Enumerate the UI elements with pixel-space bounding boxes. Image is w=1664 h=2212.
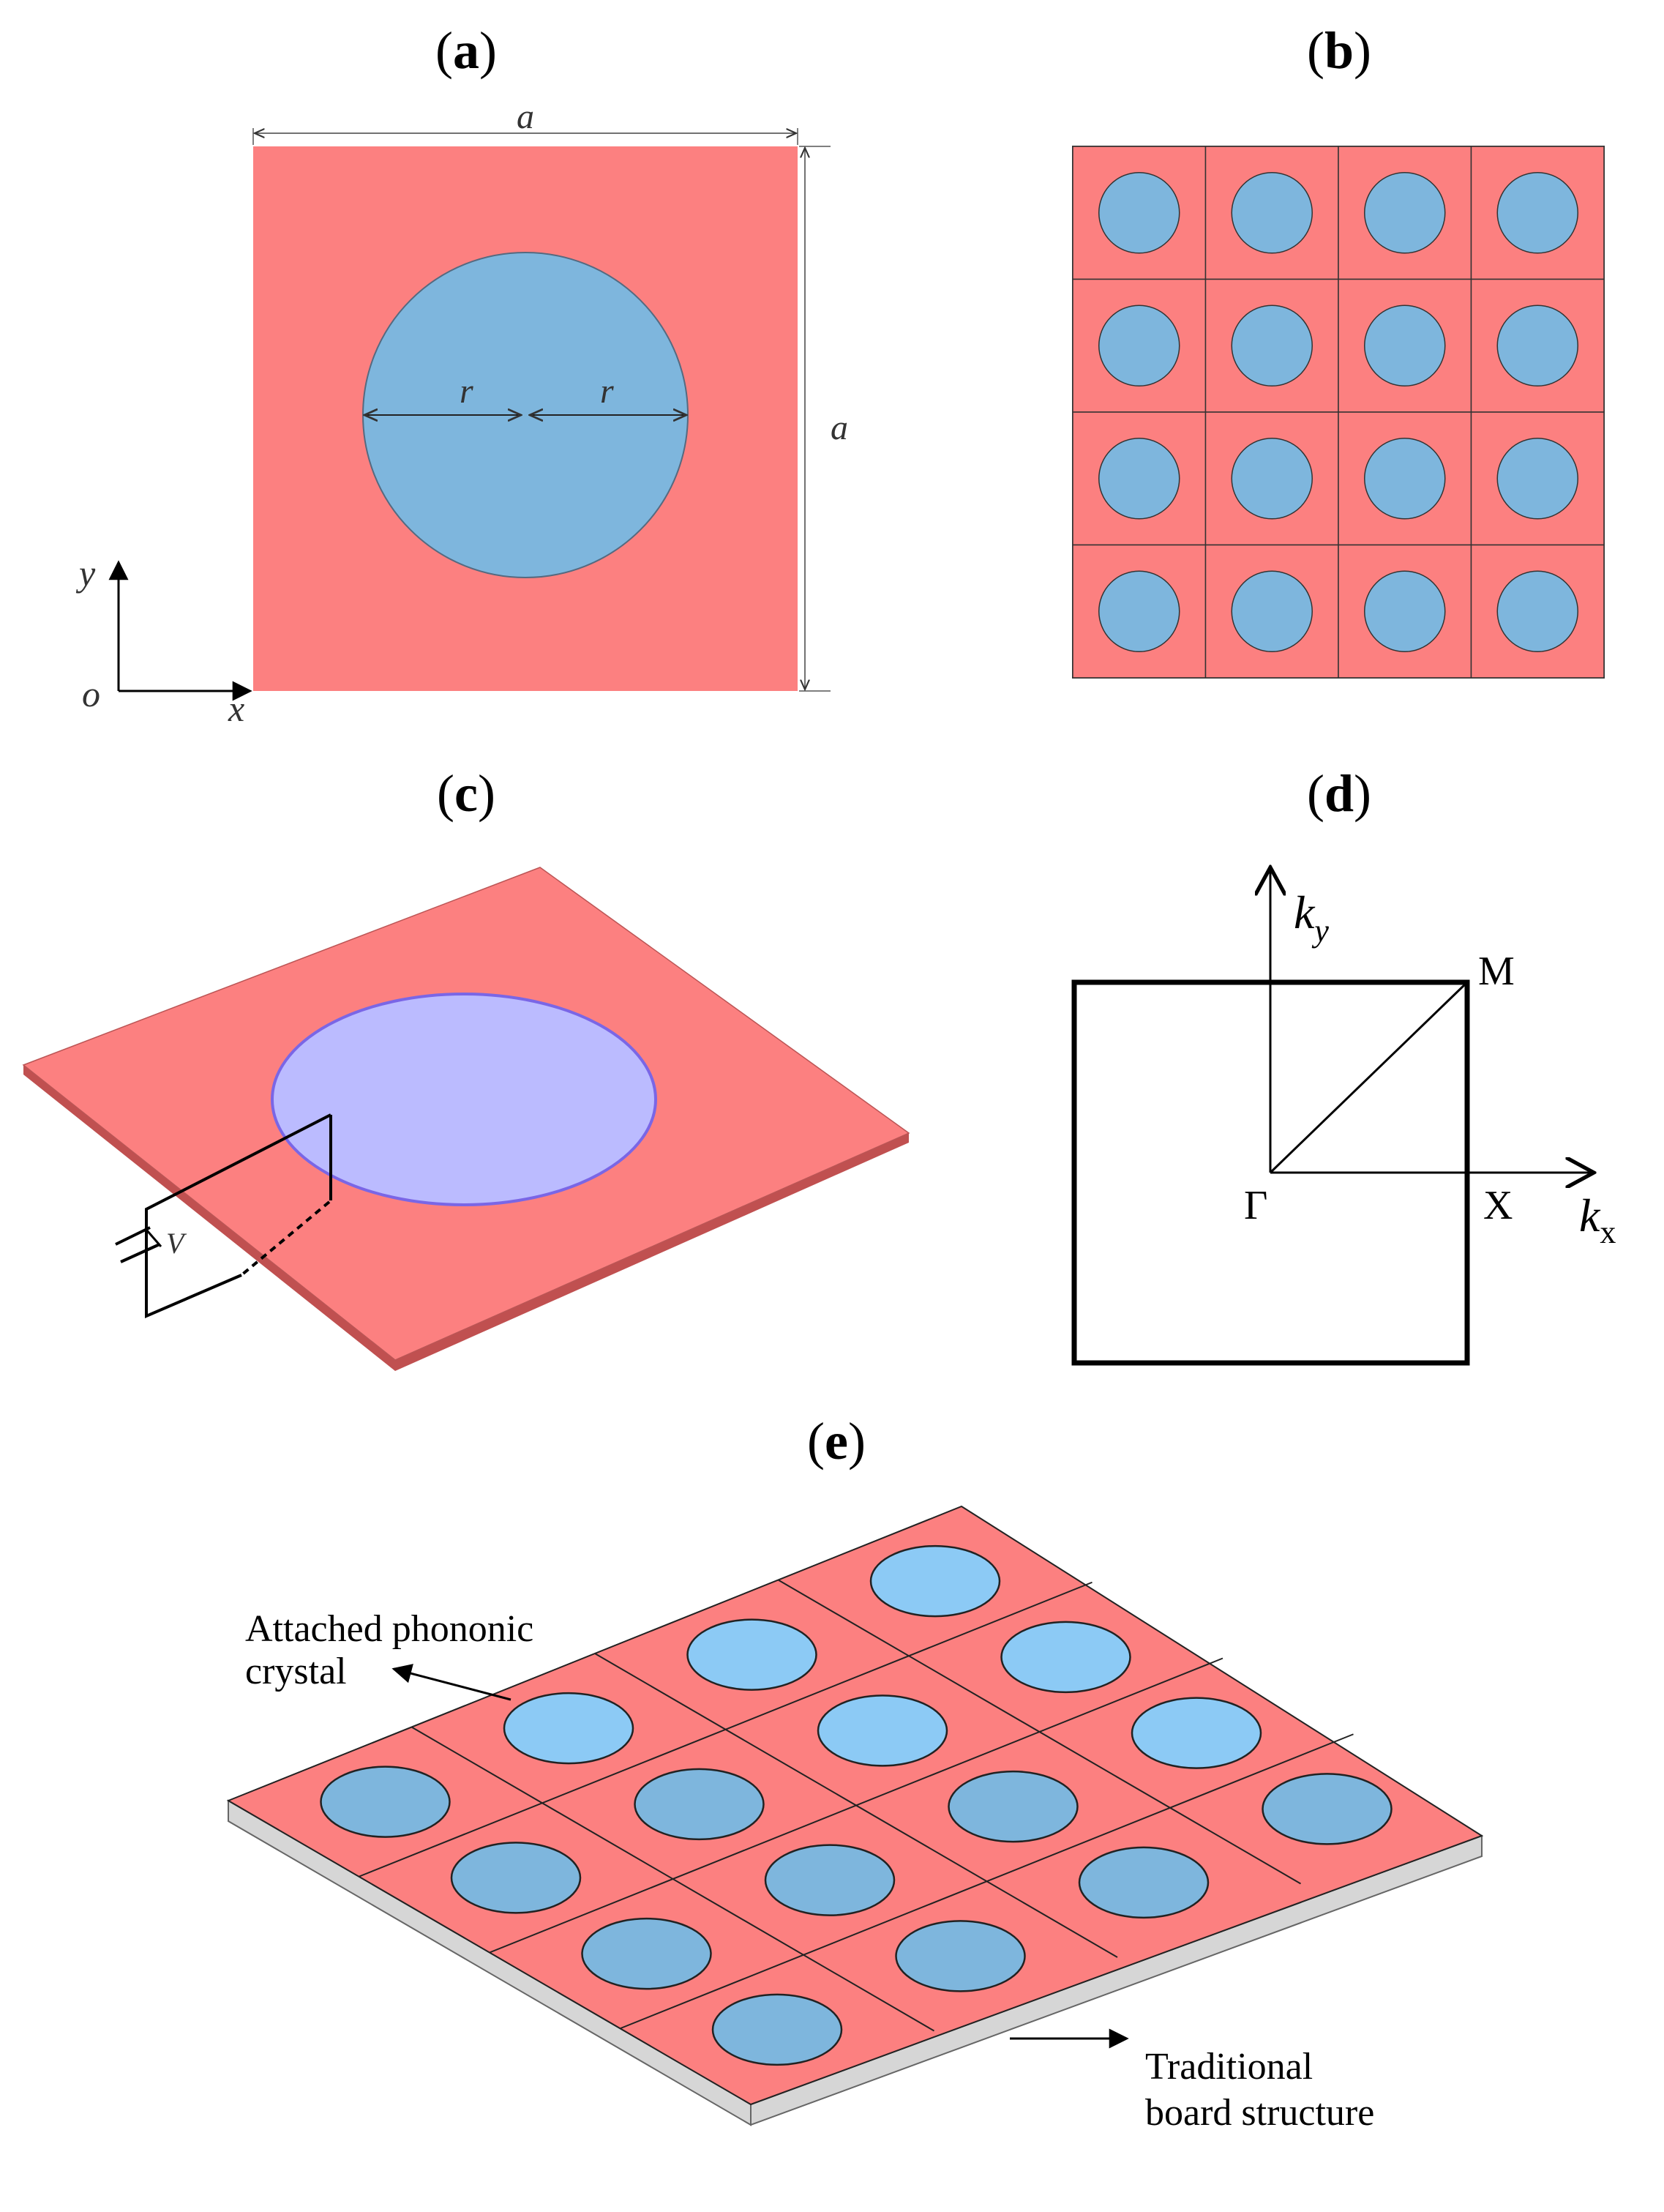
lattice-inclusion <box>1496 304 1578 386</box>
lattice-inclusion <box>1098 172 1180 254</box>
width-dimension-label: a <box>517 97 534 136</box>
board-inclusion <box>948 1770 1079 1843</box>
lattice-inclusion <box>1496 172 1578 254</box>
gamma-m-path <box>1269 981 1469 1174</box>
board-grid-line <box>620 1733 1354 2030</box>
radius-label-left: r <box>460 372 473 411</box>
annotation-phononic-line2: crystal <box>245 1651 347 1692</box>
plate-edge-front <box>23 1065 395 1371</box>
board-inclusion <box>711 1993 843 2066</box>
point-x-label: X <box>1483 1183 1513 1228</box>
board-grid-line <box>359 1581 1093 1877</box>
lattice-inclusion <box>1231 172 1313 254</box>
board-inclusion <box>1078 1846 1210 1919</box>
annotation-board-line1: Traditional <box>1145 2046 1313 2088</box>
panel-e: (e) Attached phononic crystal Traditiona… <box>226 1412 1484 2134</box>
board-inclusion <box>634 1768 765 1841</box>
panel-c: (c) V <box>22 764 910 1371</box>
voltage-circuit <box>145 1113 332 1319</box>
lattice-cells <box>1072 146 1605 679</box>
annotation-phononic-line1: Attached phononic <box>245 1608 533 1650</box>
battery-icon <box>115 1226 162 1263</box>
panel-e-label: (e) <box>807 1412 866 1471</box>
height-dimension-label: a <box>831 408 848 447</box>
panel-a: (a) a a r r y x o <box>75 21 848 729</box>
board-inclusion <box>764 1844 896 1916</box>
board-inclusion <box>581 1917 712 1990</box>
board-inclusion <box>503 1692 634 1765</box>
origin-label: o <box>82 673 100 714</box>
lattice-inclusion <box>1364 172 1446 254</box>
lattice-inclusion <box>1231 438 1313 520</box>
point-gamma-label: Γ <box>1244 1183 1267 1228</box>
panel-d-label: (d) <box>1307 764 1371 823</box>
voltage-label: V <box>166 1227 187 1260</box>
board-grid-line <box>489 1657 1223 1954</box>
board-inclusion <box>817 1695 948 1767</box>
lattice-inclusion <box>1231 570 1313 652</box>
radius-label-right: r <box>600 372 614 411</box>
board-inclusion <box>1131 1697 1262 1769</box>
lattice-inclusion <box>1364 438 1446 520</box>
panel-c-label: (c) <box>437 764 495 823</box>
board-lattice <box>320 1544 1393 2066</box>
board-inclusion <box>1262 1773 1393 1845</box>
board-inclusion <box>1000 1621 1131 1694</box>
piezo-patch <box>271 993 657 1206</box>
ky-label: ky <box>1294 886 1329 949</box>
board-inclusion <box>686 1618 817 1691</box>
panel-d: (d) ky kx M Γ X <box>1071 764 1616 1366</box>
annotation-board-line2: board structure <box>1145 2092 1374 2134</box>
lattice-inclusion <box>1231 304 1313 386</box>
lattice-inclusion <box>1364 570 1446 652</box>
plate-edge-right <box>395 1133 909 1371</box>
y-axis-label: y <box>75 553 96 594</box>
kx-label: kx <box>1579 1189 1616 1250</box>
lattice-inclusion <box>1496 570 1578 652</box>
panel-b-label: (b) <box>1307 21 1371 80</box>
lattice-inclusion <box>1496 438 1578 520</box>
panel-b: (b) <box>1072 21 1605 679</box>
board-inclusion <box>320 1766 451 1838</box>
point-m-label: M <box>1478 949 1515 994</box>
board-inclusion <box>895 1920 1026 1992</box>
x-axis-label: x <box>228 688 244 729</box>
lattice-inclusion <box>1098 570 1180 652</box>
lattice-inclusion <box>1364 304 1446 386</box>
lattice-inclusion <box>1098 438 1180 520</box>
board-inclusion <box>869 1544 1001 1618</box>
board-inclusion <box>450 1842 582 1914</box>
lattice-inclusion <box>1098 304 1180 386</box>
annotation-phononic-arrow <box>391 1664 511 1701</box>
panel-a-label: (a) <box>435 21 497 80</box>
